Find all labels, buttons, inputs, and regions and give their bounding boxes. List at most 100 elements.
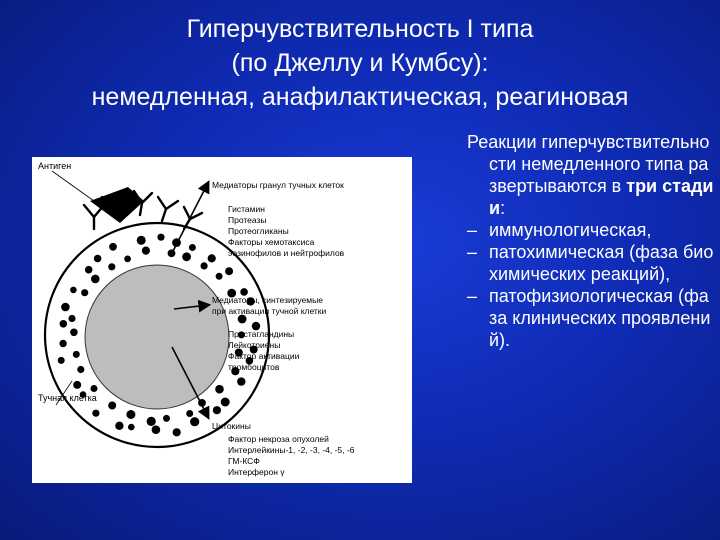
granule <box>108 401 117 410</box>
granule-group <box>57 233 261 437</box>
granule <box>108 263 116 271</box>
group1-item-5: эозинофилов и нейтрофилов <box>228 248 345 258</box>
arrow-synthesized-mediators <box>173 299 212 313</box>
arrow-cytokines <box>171 346 210 420</box>
granule <box>70 286 77 294</box>
group1-item-2: Протеазы <box>228 215 267 225</box>
granule <box>77 365 85 374</box>
granule <box>237 377 246 386</box>
group2-title-line-2: при активации тучной клетки <box>212 306 327 316</box>
granule <box>237 331 245 339</box>
group3-item-3: ГМ-КСФ <box>228 456 260 466</box>
granule <box>92 409 100 417</box>
group2-item-1: Простагландины <box>228 329 294 339</box>
granule <box>124 255 131 263</box>
granule <box>57 356 65 364</box>
antigen-pointer <box>51 170 95 202</box>
granule <box>93 254 102 263</box>
stage-text: иммунологическая, <box>489 220 652 240</box>
cell-nucleus <box>84 264 230 410</box>
granule <box>72 350 80 358</box>
granule <box>190 417 200 427</box>
granule <box>81 289 89 297</box>
bullet-dash: – <box>467 286 478 306</box>
intro-text: Реакции гиперчувствительности немедленно… <box>467 132 710 196</box>
granule <box>207 254 216 263</box>
granule <box>249 345 258 354</box>
granule <box>163 414 170 422</box>
granule <box>234 348 243 357</box>
group1-title: Медиаторы гранул тучных клеток <box>212 180 344 190</box>
group1-item-4: Факторы хемотаксиса <box>228 237 315 247</box>
title-line-1: Гиперчувствительность I типа <box>186 15 534 43</box>
granule <box>141 246 150 255</box>
granule <box>225 267 234 276</box>
granule <box>172 428 181 437</box>
granule <box>251 321 261 331</box>
granule <box>240 288 248 296</box>
granule <box>231 367 240 376</box>
title-line-2: (по Джеллу и Кумбсу): <box>231 49 489 77</box>
arrow-granule-mediators <box>171 180 210 254</box>
granule <box>115 421 124 430</box>
stage-text: патофизиологическая (фаза клинических пр… <box>489 286 711 350</box>
intro-after: : <box>500 198 506 218</box>
cell-pointer <box>55 380 73 406</box>
group2-item-2: Лейкотриены <box>228 340 280 350</box>
stage-item: –патохимическая (фаза биохимических реак… <box>467 241 715 285</box>
stage-list: –иммунологическая, –патохимическая (фаза… <box>467 219 715 351</box>
stages-intro: Реакции гиперчувствительности немедленно… <box>467 131 715 219</box>
granule <box>157 233 165 241</box>
granule <box>215 384 224 394</box>
granule <box>146 416 156 426</box>
granule <box>90 385 98 392</box>
granule <box>70 328 78 337</box>
granule <box>68 314 76 323</box>
group3-item-4: Интерферон γ <box>228 467 285 477</box>
slide-title: Гиперчувствительность I типа (по Джеллу … <box>0 12 720 114</box>
granule <box>79 391 87 398</box>
granule <box>227 288 237 298</box>
antigen-shape <box>90 187 144 223</box>
granule <box>59 339 67 348</box>
granule <box>246 297 255 306</box>
stage-item: –иммунологическая, <box>467 219 715 241</box>
granule <box>245 357 254 365</box>
bullet-dash: – <box>467 242 478 262</box>
granule <box>73 380 82 389</box>
granule <box>136 235 146 245</box>
granule <box>151 425 161 435</box>
mast-cell-diagram: Антиген Тучная клетка Медиаторы гранул т… <box>38 161 355 477</box>
granule <box>126 410 136 419</box>
granule <box>109 242 117 251</box>
stage-item: –патофизиологическая (фаза клинических п… <box>467 285 715 351</box>
group3-item-1: Фактор некроза опухолей <box>228 434 329 444</box>
granule <box>237 314 247 324</box>
granule <box>61 302 70 312</box>
granule <box>188 244 196 251</box>
granule <box>84 265 93 274</box>
title-line-3: немедленная, анафилактическая, реагинова… <box>91 83 629 111</box>
group1-item-1: Гистамин <box>228 204 265 214</box>
granule <box>128 423 135 431</box>
group2-title-line-1: Медиаторы, синтезируемые <box>212 295 323 305</box>
granule <box>167 249 176 258</box>
granule <box>182 252 192 262</box>
stages-text: Реакции гиперчувствительности немедленно… <box>467 131 715 351</box>
group2-item-4: тромбоцитов <box>228 362 280 372</box>
group3-item-2: Интерлейкины-1, -2, -3, -4, -5, -6 <box>228 445 355 455</box>
granule <box>215 272 223 280</box>
cell-label: Тучная клетка <box>38 393 97 403</box>
granule <box>200 262 208 270</box>
group3-title: Цитокины <box>212 421 251 431</box>
granule <box>59 320 68 328</box>
granule <box>186 410 194 417</box>
stage-text: патохимическая (фаза биохимических реакц… <box>489 242 714 284</box>
granule <box>220 397 230 407</box>
antigen-label: Антиген <box>38 161 71 171</box>
group2-item-3: Фактор активации <box>228 351 300 361</box>
ige-antibody-4 <box>156 195 180 223</box>
group1-item-3: Протеогликаны <box>228 226 289 236</box>
bullet-dash: – <box>467 220 478 240</box>
mast-cell-figure: Антиген Тучная клетка Медиаторы гранул т… <box>32 157 412 483</box>
